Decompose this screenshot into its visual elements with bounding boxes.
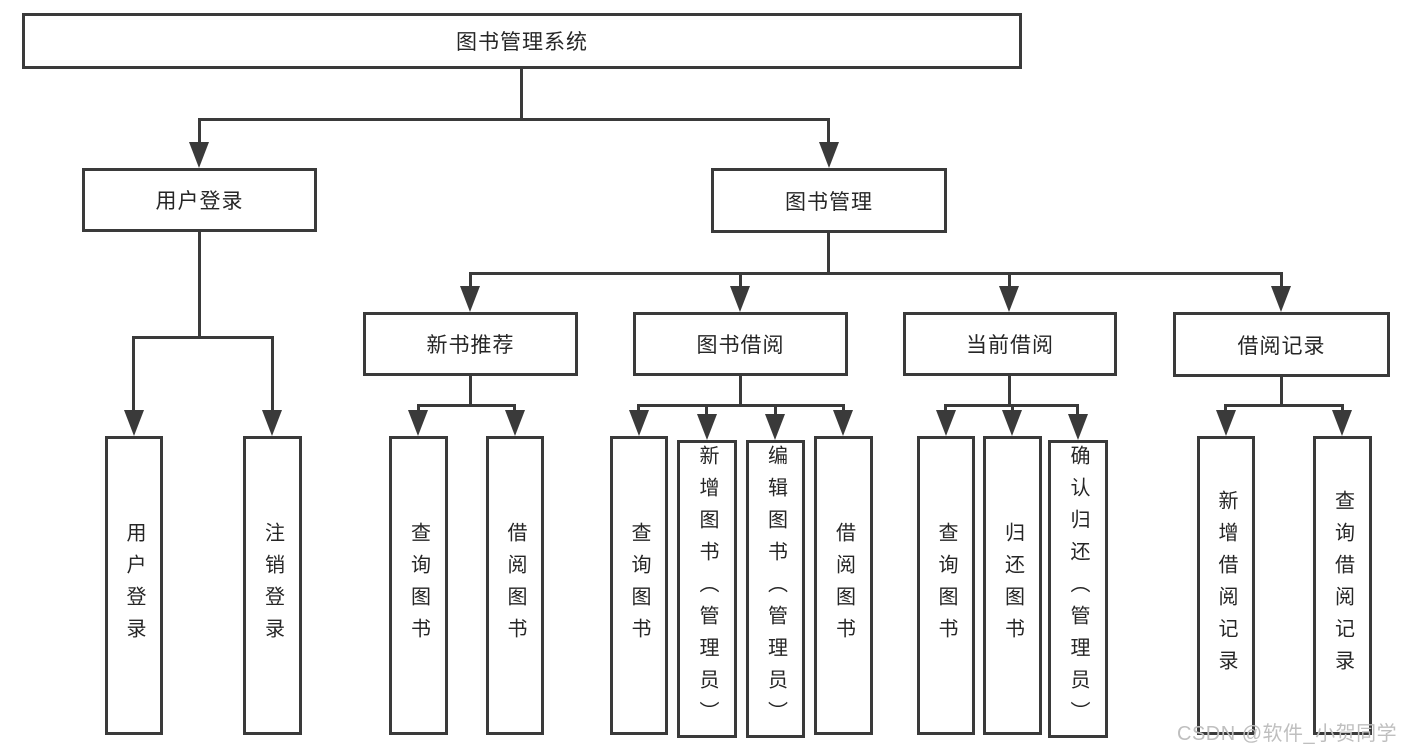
node-borrowing-records: 借阅记录	[1173, 312, 1390, 377]
node-user-login-label: 用户登录	[155, 190, 244, 213]
connector-line	[774, 404, 777, 418]
arrowhead-down	[1216, 410, 1236, 436]
leaf-recommend-query-books-label: 查询图书	[407, 521, 430, 650]
connector-line	[637, 404, 845, 407]
connector-line	[1008, 376, 1011, 407]
node-user-login: 用户登录	[82, 168, 317, 232]
leaf-borrow-borrow-books-label: 借阅图书	[832, 521, 855, 650]
leaf-borrow-edit-books-admin: 编辑图书（管理员）	[746, 440, 805, 738]
connector-line	[1280, 272, 1283, 288]
node-book-borrowing-label: 图书借阅	[696, 334, 785, 357]
connector-line	[827, 118, 830, 144]
leaf-current-confirm-return-admin: 确认归还（管理员）	[1048, 440, 1108, 738]
arrowhead-down	[730, 286, 750, 312]
arrowhead-down	[697, 414, 717, 440]
node-root-label: 图书管理系统	[456, 31, 588, 54]
connector-line	[637, 404, 640, 414]
connector-line	[1341, 404, 1344, 414]
node-book-borrowing: 图书借阅	[633, 312, 848, 376]
leaf-borrow-add-books-admin-label: 新增图书（管理员）	[696, 445, 718, 733]
node-current-borrowing-label: 当前借阅	[966, 334, 1054, 357]
connector-line	[271, 336, 274, 412]
arrowhead-down	[999, 286, 1019, 312]
arrowhead-down	[629, 410, 649, 436]
arrowhead-down	[1002, 410, 1022, 436]
connector-line	[417, 404, 516, 407]
csdn-watermark: CSDN @软件_小贺同学	[1177, 723, 1398, 745]
connector-line	[132, 336, 135, 412]
arrowhead-down	[505, 410, 525, 436]
connector-line	[198, 118, 201, 144]
leaf-borrow-query-books-label: 查询图书	[628, 521, 650, 650]
arrowhead-down	[262, 410, 282, 436]
connector-line	[132, 336, 274, 339]
connector-line	[417, 404, 420, 414]
leaf-borrow-query-books: 查询图书	[610, 436, 668, 735]
connector-line	[842, 404, 845, 414]
leaf-recommend-query-books: 查询图书	[389, 436, 448, 735]
leaf-logout: 注销登录	[243, 436, 302, 735]
leaf-current-query-books: 查询图书	[917, 436, 975, 735]
node-book-management-label: 图书管理	[785, 190, 873, 214]
connector-line	[705, 404, 708, 418]
leaf-borrow-add-books-admin: 新增图书（管理员）	[677, 440, 737, 738]
connector-line	[520, 69, 523, 121]
connector-line	[1224, 404, 1227, 414]
leaf-borrow-borrow-books: 借阅图书	[814, 436, 873, 735]
node-root-library-system: 图书管理系统	[22, 13, 1022, 69]
arrowhead-down	[124, 410, 144, 436]
arrowhead-down	[1068, 414, 1088, 440]
connector-line	[1008, 272, 1011, 288]
node-new-book-recommendation: 新书推荐	[363, 312, 578, 376]
connector-line	[198, 118, 830, 121]
leaf-records-query-record: 查询借阅记录	[1313, 436, 1372, 735]
connector-line	[1224, 404, 1344, 407]
connector-line	[1280, 377, 1283, 407]
arrowhead-down	[819, 142, 839, 168]
leaf-current-confirm-return-admin-label: 确认归还（管理员）	[1067, 445, 1089, 733]
leaf-user-login: 用户登录	[105, 436, 163, 735]
arrowhead-down	[189, 142, 209, 168]
connector-line	[513, 404, 516, 414]
leaf-current-return-books: 归还图书	[983, 436, 1042, 735]
leaf-user-login-label: 用户登录	[123, 521, 145, 650]
leaf-current-return-books-label: 归还图书	[1001, 521, 1024, 650]
node-current-borrowing: 当前借阅	[903, 312, 1117, 376]
leaf-current-query-books-label: 查询图书	[935, 521, 957, 650]
node-book-management: 图书管理	[711, 168, 947, 233]
connector-line	[469, 272, 472, 288]
leaf-logout-label: 注销登录	[261, 521, 284, 650]
connector-line	[944, 404, 947, 414]
leaf-recommend-borrow-books-label: 借阅图书	[504, 521, 526, 650]
arrowhead-down	[765, 414, 785, 440]
leaf-records-add-record: 新增借阅记录	[1197, 436, 1255, 735]
arrowhead-down	[1332, 410, 1352, 436]
arrowhead-down	[936, 410, 956, 436]
connector-line	[827, 233, 830, 275]
arrowhead-down	[408, 410, 428, 436]
arrowhead-down	[1271, 286, 1291, 312]
arrowhead-down	[460, 286, 480, 312]
leaf-borrow-edit-books-admin-label: 编辑图书（管理员）	[764, 445, 787, 733]
connector-line	[1011, 404, 1014, 414]
connector-line	[469, 376, 472, 407]
node-borrowing-records-label: 借阅记录	[1237, 334, 1326, 358]
connector-line	[469, 272, 1283, 275]
arrowhead-down	[833, 410, 853, 436]
leaf-records-add-record-label: 新增借阅记录	[1215, 489, 1237, 682]
connector-line	[739, 376, 742, 407]
connector-line	[198, 232, 201, 339]
connector-line	[739, 272, 742, 288]
leaf-records-query-record-label: 查询借阅记录	[1331, 489, 1354, 682]
connector-line	[1076, 404, 1079, 418]
node-new-book-recommendation-label: 新书推荐	[426, 334, 515, 357]
leaf-recommend-borrow-books: 借阅图书	[486, 436, 544, 735]
